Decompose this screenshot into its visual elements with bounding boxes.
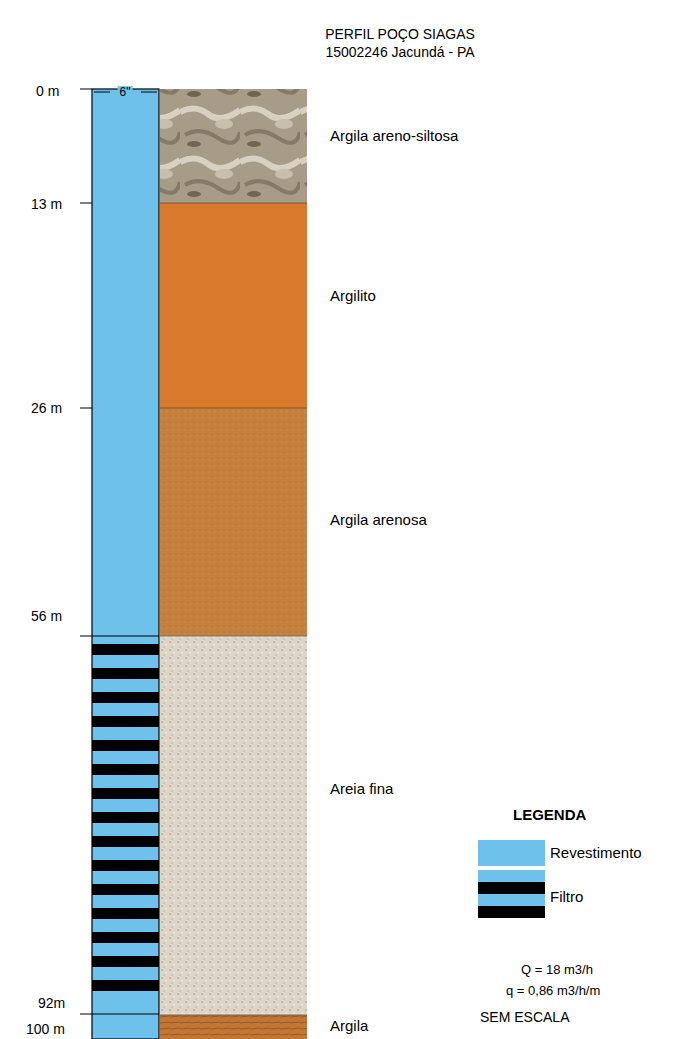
lithology-band: Areia fina <box>160 636 307 1015</box>
text-label: 6" <box>118 86 133 100</box>
text-label: 92m <box>38 995 65 1011</box>
layer-label: Argila arenosa <box>330 511 427 528</box>
layer-label: Areia fina <box>330 780 393 797</box>
text-label: q = 0,86 m3/h/m <box>506 984 600 999</box>
text-label: 26 m <box>31 400 62 416</box>
layer-label: Argila areno-siltosa <box>330 127 458 144</box>
text-label: 56 m <box>31 608 62 624</box>
text-label: 100 m <box>26 1021 65 1037</box>
legend-swatch <box>478 840 545 866</box>
layer-label: Argilito <box>330 287 376 304</box>
text-label: SEM ESCALA <box>480 1009 569 1025</box>
text-label: Q = 18 m3/h <box>521 963 593 978</box>
text-label: LEGENDA <box>513 806 586 823</box>
legend-text: Filtro <box>550 888 583 905</box>
lithology-band: Argila areno-siltosa <box>160 89 307 203</box>
layer-label: Argila <box>330 1017 368 1034</box>
legend-text: Revestimento <box>550 844 642 861</box>
text-label: 0 m <box>36 83 59 99</box>
filter-swatch <box>478 870 545 918</box>
text-label: 13 m <box>31 196 62 212</box>
lithology-band: Argilito <box>160 203 307 408</box>
lithology-band: Argila <box>160 1015 307 1039</box>
diagram-title: PERFIL POÇO SIAGAS 15002246 Jacundá - PA <box>300 26 500 61</box>
lithology-band: Argila arenosa <box>160 408 307 636</box>
